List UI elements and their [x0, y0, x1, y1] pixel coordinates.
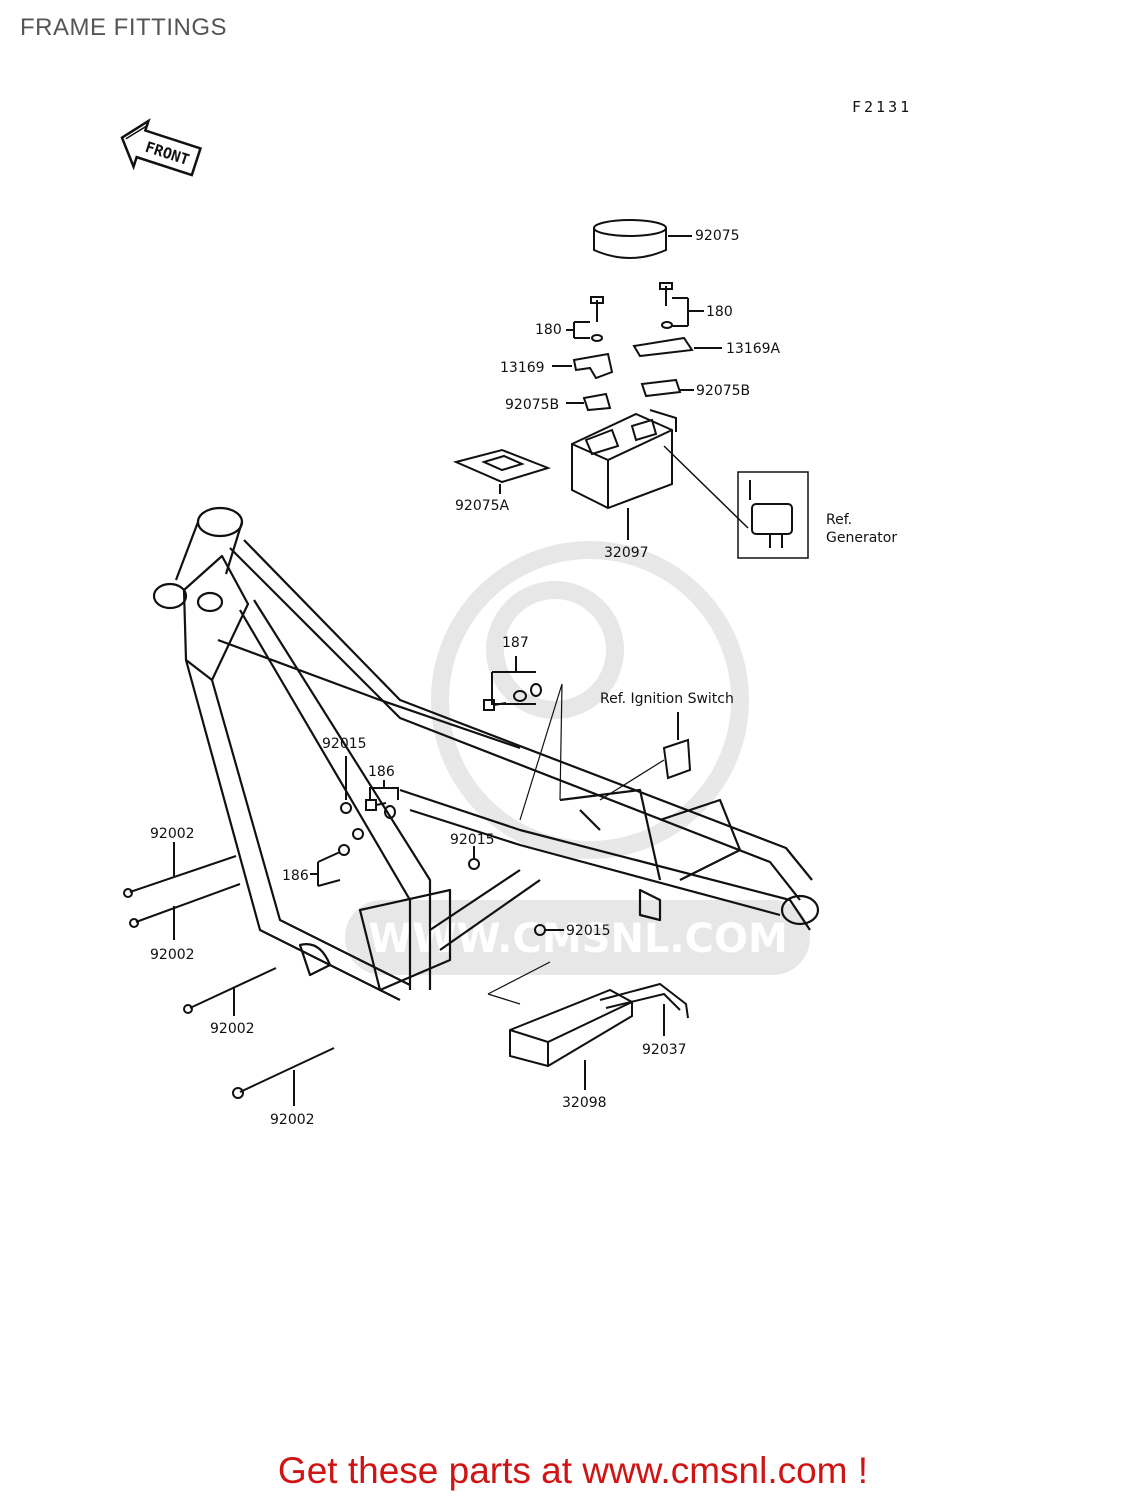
label-92075: 92075	[695, 228, 740, 244]
nut-92015-upper	[340, 756, 352, 814]
footer-banner: Get these parts at www.cmsnl.com !	[0, 1450, 1146, 1492]
label-186-lower: 186	[282, 868, 309, 884]
bolt-180-right	[659, 282, 704, 329]
label-92015-lower: 92015	[566, 923, 611, 939]
parts-diagram: WWW.CMSNL.COM FRONT	[120, 118, 897, 1128]
bolt-187	[483, 656, 563, 821]
long-bolt-92002-c	[183, 967, 277, 1016]
diagram-code: F2131	[852, 98, 913, 116]
label-32098: 32098	[562, 1095, 607, 1111]
pad-92075B-left	[582, 392, 612, 412]
ignition-switch-reference	[599, 712, 692, 801]
battery-case-32098	[487, 961, 633, 1090]
label-92015-mid: 92015	[450, 832, 495, 848]
regulator-32097	[571, 409, 677, 540]
motorcycle-frame	[152, 506, 820, 1001]
pad-92075B-right	[640, 378, 682, 398]
label-92075A: 92075A	[455, 498, 510, 514]
label-92002-a: 92002	[150, 826, 195, 842]
label-ref-generator-2: Generator	[826, 530, 897, 546]
page-title: FRAME FITTINGS	[20, 14, 227, 41]
label-180-left: 180	[535, 322, 562, 338]
label-32097: 32097	[604, 545, 649, 561]
label-92075B-right: 92075B	[696, 383, 750, 399]
label-92002-c: 92002	[210, 1021, 255, 1037]
long-bolt-92002-b	[129, 883, 241, 940]
bracket-13169	[572, 352, 614, 380]
label-92037: 92037	[642, 1042, 687, 1058]
label-92002-d: 92002	[270, 1112, 315, 1128]
footer-link[interactable]: Get these parts at www.cmsnl.com !	[277, 1450, 869, 1491]
label-180-right: 180	[706, 304, 733, 320]
front-arrow-icon: FRONT	[120, 118, 203, 177]
bolt-180-left	[566, 296, 604, 342]
pad-92075A	[452, 448, 552, 494]
bolt-186-upper	[365, 780, 399, 819]
bolt-186-lower	[310, 828, 364, 887]
label-13169A: 13169A	[726, 341, 781, 357]
long-bolt-92002-a	[123, 842, 237, 898]
label-92015-upper: 92015	[322, 736, 367, 752]
label-13169: 13169	[500, 360, 545, 376]
band-92075	[593, 219, 692, 259]
bracket-13169A	[632, 336, 694, 358]
label-ref-ignition-switch: Ref. Ignition Switch	[600, 691, 734, 707]
label-186-upper: 186	[368, 764, 395, 780]
nut-92015-lower	[534, 924, 564, 936]
label-187: 187	[502, 635, 529, 651]
watermark: WWW.CMSNL.COM	[345, 541, 810, 975]
label-92002-b: 92002	[150, 947, 195, 963]
long-bolt-92002-d	[232, 1047, 335, 1106]
label-92075B-left: 92075B	[505, 397, 559, 413]
nut-92015-mid	[468, 846, 480, 870]
bracket-92037	[599, 982, 689, 1036]
generator-reference	[663, 445, 809, 559]
label-ref-generator-1: Ref.	[826, 512, 852, 528]
